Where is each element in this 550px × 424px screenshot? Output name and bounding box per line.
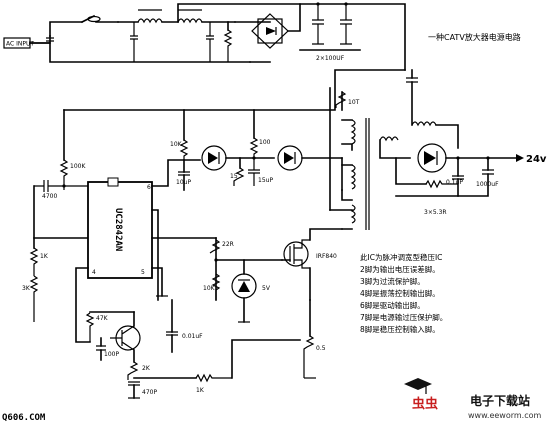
choke-1: [137, 18, 163, 24]
mosfet-icon: [289, 239, 310, 269]
resistor-15-label: 15: [230, 173, 238, 180]
bulk-cap-label: 2×100UF: [316, 55, 345, 62]
startup-resistor: [59, 159, 69, 190]
ac-input-label: AC INPUT: [6, 41, 34, 48]
resistor-10k-fb: [179, 139, 189, 160]
startup-rail: [63, 69, 406, 111]
resistor-1k-fb-label: 1K: [196, 387, 205, 394]
bulk-cap-2: [340, 4, 352, 45]
watermark-tagline: 电子下载站: [470, 393, 530, 408]
watermark-url: www.eeworm.com: [468, 411, 541, 420]
ic-label: UC2842AN: [113, 208, 123, 251]
cap-0-1-label: 0.1uP: [446, 179, 463, 186]
resistor-15: [233, 167, 245, 186]
resistor-2k: [127, 361, 139, 380]
resistor-100-ref: [249, 137, 259, 158]
cap-15p-label: 15uP: [258, 177, 273, 184]
secondary-winding-a: [379, 136, 399, 142]
zener-icon: [238, 281, 250, 292]
cap-100p-label: 100P: [104, 351, 119, 358]
zener-label: 5V: [262, 285, 271, 292]
note-1: 2脚为输出电压误差脚。: [360, 264, 440, 274]
resistor-10t-label: 10T: [348, 99, 360, 106]
cap-4700-label: 4700: [42, 193, 57, 200]
resistor-100-label: 100: [259, 139, 271, 146]
cap-0-01-label: 0.01uF: [182, 333, 203, 340]
input-wire-bottom: [29, 42, 251, 63]
cap-4700: [34, 180, 88, 192]
input-wire-top: [29, 21, 83, 44]
mosfet-label: IRF840: [316, 253, 337, 260]
fuse-icon: [87, 15, 101, 23]
resistor-0-5: [303, 335, 315, 378]
hv-rail: [287, 3, 406, 71]
resistor-10k-gate-label: 10K: [203, 285, 216, 292]
resistor-1k: [29, 247, 39, 276]
pin4-label: 4: [92, 269, 96, 276]
primary-winding: [350, 164, 356, 190]
startup-resistor-label: 100K: [70, 163, 86, 170]
note-4: 6脚是驱动输出脚。: [360, 300, 425, 310]
output-voltage-label: 24v: [526, 154, 547, 165]
note-2: 3脚为过流保护脚。: [360, 276, 425, 286]
resistor-10k-gate: [211, 273, 221, 300]
y-capacitor-2: [206, 22, 214, 62]
bridge-diode-icon: [266, 27, 276, 35]
resistor-22: [209, 239, 221, 254]
mosfet-circle: [283, 241, 309, 267]
output-arrow-icon: [516, 154, 524, 162]
x-capacitor: [46, 37, 54, 42]
resistor-22-label: 22R: [222, 241, 234, 248]
resistor-10t: [335, 91, 347, 108]
output-resistor-label: 3×5.3R: [424, 209, 447, 216]
resistor-1k-fb: [195, 373, 232, 383]
note-3: 4脚是振荡控制输出脚。: [360, 288, 440, 298]
note-0: 此IC为脉冲调宽型稳压IC: [360, 252, 442, 262]
transistor-icon: [110, 325, 135, 351]
transformer-core: [365, 118, 370, 230]
cap-15p: [248, 158, 260, 186]
diode-1-icon: [208, 152, 218, 164]
output-choke: [411, 121, 437, 127]
bleeder-resistor: [223, 29, 233, 62]
footer-site-label: Q606.COM: [2, 413, 46, 423]
graduation-cap-icon: [404, 378, 432, 390]
uc2842-ic: [87, 181, 153, 279]
resistor-1k-label: 1K: [40, 253, 49, 260]
aux-winding: [350, 119, 356, 145]
y-capacitor-1: [130, 22, 138, 62]
output-diode-icon: [424, 151, 436, 165]
note-5: 7脚是电源输过压保护脚。: [360, 312, 447, 322]
choke-2: [177, 18, 203, 24]
resistor-10k-label: 10K: [170, 141, 183, 148]
note-6: 8脚是稳压控制输入脚。: [360, 324, 440, 334]
output-resistor: [425, 179, 458, 189]
primary-winding-2: [350, 204, 356, 224]
ic-notch: [107, 177, 119, 187]
diode-2-icon: [284, 152, 294, 164]
resistor-3k: [29, 275, 39, 322]
pin6-label: 6: [147, 184, 151, 191]
watermark-brand: 虫虫: [412, 396, 438, 412]
cap-470p-label: 470P: [142, 389, 157, 396]
resistor-3k-label: 3K: [22, 285, 31, 292]
resistor-2k-label: 2K: [142, 365, 151, 372]
resistor-47k-label: 47K: [96, 315, 109, 322]
pin5-label: 5: [141, 269, 145, 276]
resistor-0-5-label: 0.5: [316, 345, 326, 352]
resistor-47k: [85, 312, 95, 342]
bulk-cap-1: [312, 4, 324, 45]
diagram-title: 一种CATV放大器电源电路: [428, 32, 521, 42]
